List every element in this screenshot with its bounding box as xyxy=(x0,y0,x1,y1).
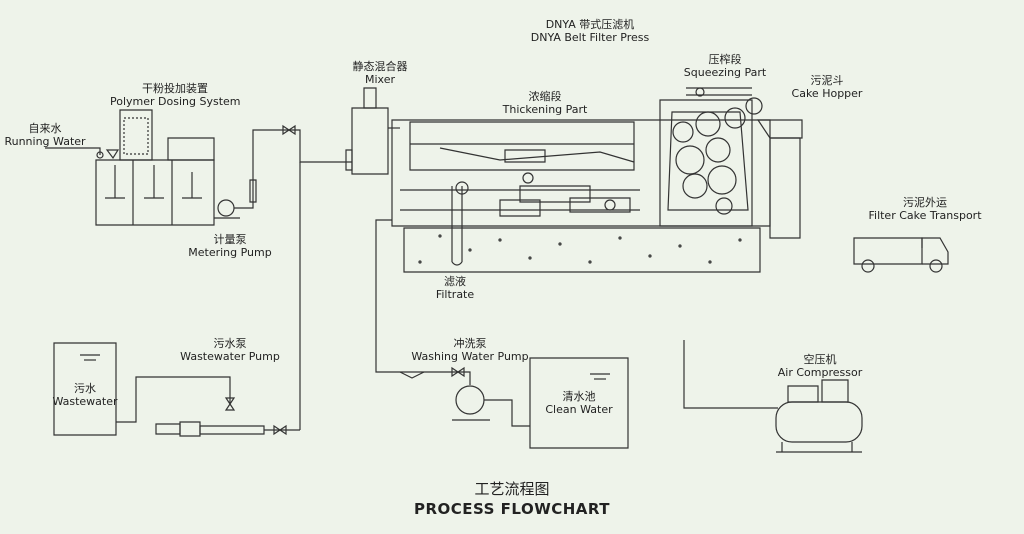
wastewater-pump-label-cn: 污水泵 xyxy=(213,337,247,350)
cake-hopper-label-en: Cake Hopper xyxy=(791,87,863,100)
clean-water-label: 清水池 Clean Water xyxy=(538,390,620,416)
metering-pump-label-en: Metering Pump xyxy=(188,246,272,259)
wastewater-line xyxy=(54,162,300,436)
washing-pump-label-cn: 冲洗泵 xyxy=(453,337,487,350)
running-water-label: 自来水 Running Water xyxy=(0,122,90,148)
squeezing-label-cn: 压榨段 xyxy=(708,53,742,66)
thickening-label-en: Thickening Part xyxy=(502,103,588,116)
metering-pump-label: 计量泵 Metering Pump xyxy=(185,233,275,259)
cake-hopper xyxy=(758,120,802,238)
clean-water-label-en: Clean Water xyxy=(545,403,613,416)
washing-pump-label: 冲洗泵 Washing Water Pump xyxy=(405,337,535,363)
wastewater-pump-label-en: Wastewater Pump xyxy=(180,350,280,363)
running-water-label-cn: 自来水 xyxy=(28,122,62,135)
squeezing-label-en: Squeezing Part xyxy=(683,66,767,79)
mixer-label: 静态混合器 Mixer xyxy=(340,60,420,86)
flowchart-title-cn: 工艺流程图 xyxy=(474,480,550,498)
thickening-label-cn: 浓缩段 xyxy=(528,90,562,103)
wastewater-pump-label: 污水泵 Wastewater Pump xyxy=(175,337,285,363)
thickening-label: 浓缩段 Thickening Part xyxy=(490,90,600,116)
cake-hopper-label-cn: 污泥斗 xyxy=(810,74,844,87)
air-compressor-label-cn: 空压机 xyxy=(803,353,837,366)
filter-cake-truck xyxy=(854,238,948,272)
polymer-dosing-system xyxy=(96,110,214,225)
air-compressor-label: 空压机 Air Compressor xyxy=(770,353,870,379)
washing-pump-label-en: Washing Water Pump xyxy=(411,350,529,363)
polymer-dosing-label-en: Polymer Dosing System xyxy=(110,95,241,108)
wastewater-tank-label-cn: 污水 xyxy=(74,382,96,395)
wastewater-tank-label: 污水 Wastewater xyxy=(52,382,118,408)
static-mixer xyxy=(346,88,400,174)
air-compressor-label-en: Air Compressor xyxy=(777,366,863,379)
machine-label-en: DNYA Belt Filter Press xyxy=(530,31,650,44)
running-water-label-en: Running Water xyxy=(4,135,86,148)
squeezing-label: 压榨段 Squeezing Part xyxy=(675,53,775,79)
mixer-label-en: Mixer xyxy=(364,73,395,86)
polymer-dosing-label: 干粉投加装置 Polymer Dosing System xyxy=(110,82,241,108)
clean-water-label-cn: 清水池 xyxy=(562,390,596,403)
cake-transport-label-cn: 污泥外运 xyxy=(903,196,947,209)
washing-water-line xyxy=(376,220,628,448)
metering-pump-label-cn: 计量泵 xyxy=(213,233,247,246)
metering-pump xyxy=(214,126,352,218)
cake-transport-label: 污泥外运 Filter Cake Transport xyxy=(860,196,990,222)
filtrate-label: 滤液 Filtrate xyxy=(425,275,485,301)
cake-hopper-label: 污泥斗 Cake Hopper xyxy=(782,74,872,100)
mixer-label-cn: 静态混合器 xyxy=(352,60,408,73)
cake-transport-label-en: Filter Cake Transport xyxy=(868,209,982,222)
flowchart-title-en: PROCESS FLOWCHART xyxy=(413,500,611,518)
machine-label-cn: DNYA 带式压滤机 xyxy=(545,18,635,31)
filtrate-label-cn: 滤液 xyxy=(444,275,466,288)
running-water-inlet xyxy=(45,148,118,158)
filtrate-label-en: Filtrate xyxy=(435,288,475,301)
wastewater-tank-label-en: Wastewater xyxy=(52,395,118,408)
air-compressor xyxy=(684,340,862,452)
filtrate-tray xyxy=(404,186,760,272)
machine-label: DNYA 带式压滤机 DNYA Belt Filter Press xyxy=(510,18,670,44)
polymer-dosing-label-cn: 干粉投加装置 xyxy=(142,82,208,95)
